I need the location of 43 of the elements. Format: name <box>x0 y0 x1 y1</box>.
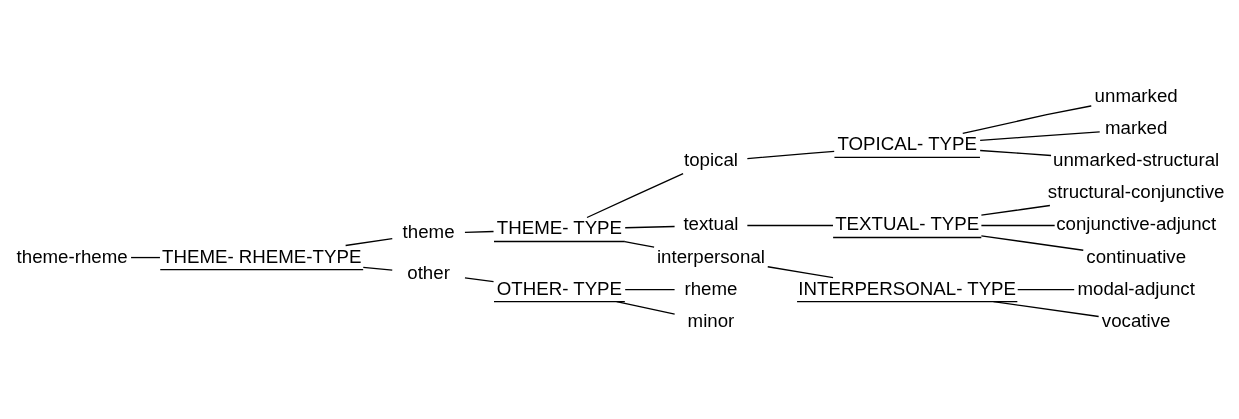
node-text: THEME- TYPE <box>496 217 623 239</box>
connector <box>979 149 1052 157</box>
connector <box>624 288 676 291</box>
connector <box>980 224 1056 227</box>
node-text: topical <box>683 149 738 171</box>
connector <box>586 172 684 219</box>
connector <box>344 238 393 247</box>
connector <box>1017 288 1075 291</box>
connector <box>464 230 495 234</box>
node-text: interpersonal <box>656 245 765 267</box>
node-text: unmarked <box>1094 85 1178 107</box>
node-text: rheme <box>684 277 738 299</box>
node-text: OTHER- TYPE <box>496 277 623 299</box>
connector <box>746 150 835 160</box>
connector <box>464 277 495 283</box>
connector <box>767 266 834 279</box>
node-text: textual <box>683 213 739 235</box>
connector <box>992 300 1100 318</box>
connector <box>962 105 1092 135</box>
connector <box>624 240 655 248</box>
node-text: unmarked-structural <box>1053 149 1220 171</box>
node-text: theme <box>402 221 455 243</box>
node-text: INTERPERSONAL- TYPE <box>798 277 1017 299</box>
node-text: continuative <box>1086 245 1187 267</box>
connector <box>615 300 676 315</box>
connector <box>130 256 161 259</box>
node-text: other <box>407 261 450 283</box>
node-text: marked <box>1105 117 1168 139</box>
connector <box>980 204 1051 216</box>
node-text: vocative <box>1101 309 1171 331</box>
node-text: theme-rheme <box>16 245 128 267</box>
connector <box>624 225 676 229</box>
node-text: structural-conjunctive <box>1047 181 1225 203</box>
node-text: TOPICAL- TYPE <box>837 133 977 155</box>
connector <box>746 224 834 227</box>
node-text: TEXTUAL- TYPE <box>835 213 980 235</box>
node-text: modal-adjunct <box>1077 277 1195 299</box>
connector <box>980 235 1084 251</box>
node-text: conjunctive-adjunct <box>1056 213 1217 235</box>
connector <box>979 131 1101 141</box>
node-text: minor <box>687 309 735 331</box>
node-text: THEME- RHEME-TYPE <box>162 245 362 267</box>
connector <box>362 266 393 271</box>
